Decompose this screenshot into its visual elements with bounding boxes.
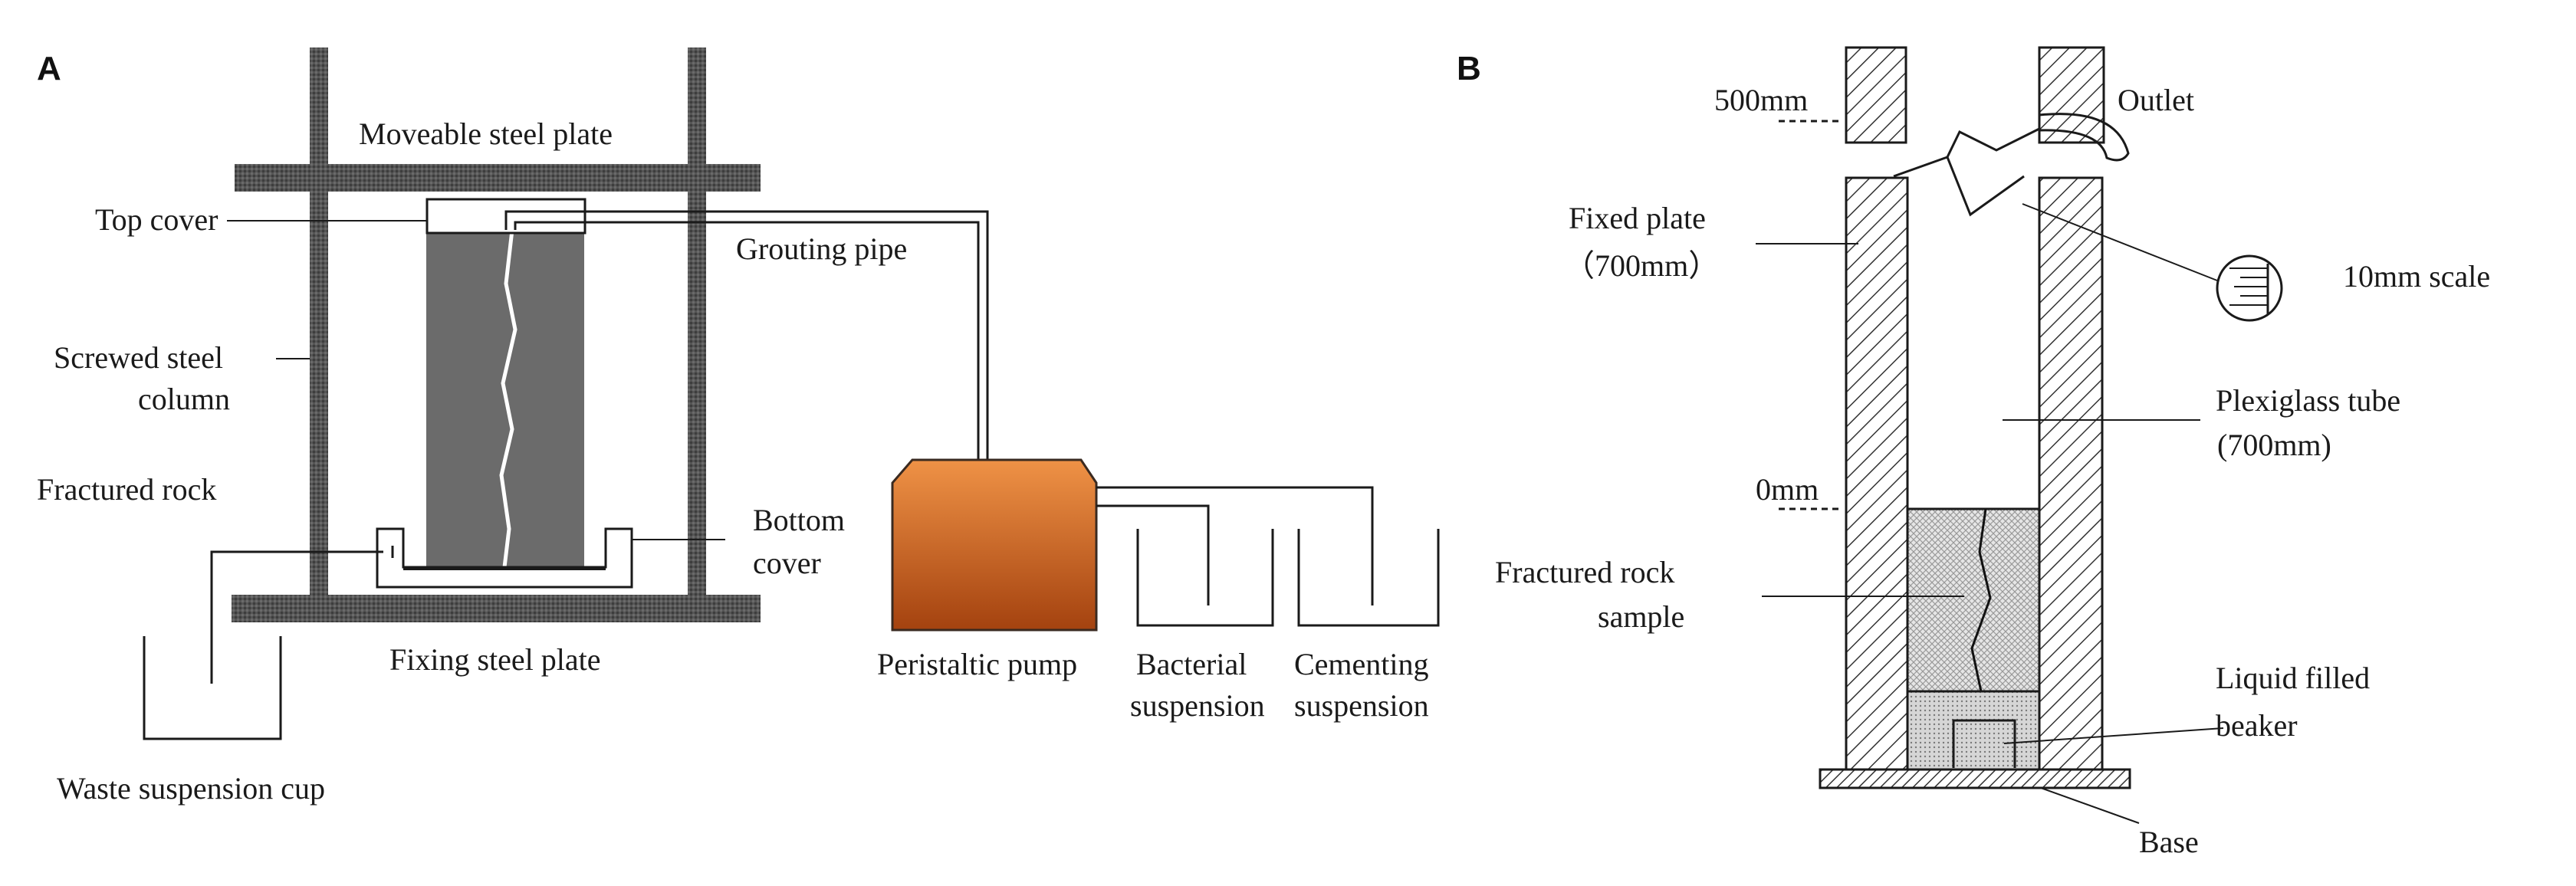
label-fractured-rock: Fractured rock: [37, 472, 216, 507]
grouting-pipe: [504, 210, 989, 460]
liquid-filled-beaker: [1952, 719, 2016, 768]
label-peristaltic-pump: Peristaltic pump: [877, 647, 1077, 681]
screwed-column-right: [688, 48, 706, 602]
label-10mm-scale: 10mm scale: [2343, 259, 2490, 294]
label-fixing-steel-plate: Fixing steel plate: [389, 642, 601, 677]
screwed-column-left: [310, 48, 328, 602]
pump-supply-pipes: [1096, 486, 1374, 605]
label-plexiglass-tube-1: Plexiglass tube: [2216, 383, 2400, 418]
label-liquid-filled-beaker-1: Liquid filled: [2216, 661, 2370, 695]
label-plexiglass-tube-2: (700mm): [2217, 428, 2331, 462]
label-fractured-rock-sample-2: sample: [1598, 599, 1684, 634]
label-cementing-suspension-2: suspension: [1294, 688, 1429, 723]
label-outlet: Outlet: [2118, 83, 2194, 117]
fixing-steel-plate: [232, 595, 761, 622]
fixed-plate-right: [2038, 176, 2104, 771]
label-fixed-plate-1: Fixed plate: [1569, 201, 1706, 235]
bacterial-suspension-container: [1136, 529, 1274, 627]
panel-b: B: [1457, 46, 2490, 859]
waste-pipe: [210, 546, 394, 684]
waste-suspension-cup: [143, 636, 282, 740]
label-moveable-steel-plate: Moveable steel plate: [359, 116, 613, 151]
label-bacterial-suspension-1: Bacterial: [1136, 647, 1247, 681]
peristaltic-pump: [891, 458, 1098, 632]
label-bacterial-suspension-2: suspension: [1130, 688, 1265, 723]
label-waste-suspension-cup: Waste suspension cup: [57, 771, 325, 806]
panel-a-letter: A: [37, 50, 61, 87]
base: [1819, 768, 2131, 789]
panel-b-letter: B: [1457, 50, 1481, 87]
sample-fracture: [1970, 508, 1992, 692]
label-fixed-plate-2: （700mm）: [1564, 248, 1719, 283]
label-grouting-pipe: Grouting pipe: [736, 231, 907, 266]
label-top-cover: Top cover: [95, 202, 218, 237]
label-fractured-rock-sample-1: Fractured rock: [1495, 555, 1674, 589]
label-base: Base: [2139, 825, 2199, 859]
moveable-steel-plate: [235, 164, 761, 192]
cementing-suspension-container: [1297, 529, 1440, 627]
upper-block-right: [2038, 46, 2105, 144]
label-cementing-suspension-1: Cementing: [1294, 647, 1429, 681]
panel-a: A Moveable steel plate: [37, 48, 1440, 806]
label-liquid-filled-beaker-2: beaker: [2216, 708, 2298, 743]
fractured-rock-sample: [1906, 507, 2041, 693]
label-mark-500mm: 500mm: [1714, 83, 1808, 117]
upper-block-left: [1845, 46, 1907, 144]
rock-fracture: [499, 229, 518, 568]
tube-break-line: [1893, 127, 2040, 217]
bottom-cover: [376, 527, 633, 589]
outlet-pipe: [2039, 113, 2130, 162]
label-bottom-cover-1: Bottom: [753, 503, 845, 537]
label-mark-0mm: 0mm: [1756, 472, 1819, 507]
fixed-plate-left: [1845, 176, 1909, 771]
label-screwed-steel-column-2: column: [138, 382, 230, 416]
beaker-zone: [1906, 690, 2041, 771]
scale-magnifier: [2216, 254, 2283, 322]
label-bottom-cover-2: cover: [753, 546, 821, 580]
label-screwed-steel-column-1: Screwed steel: [54, 340, 223, 375]
